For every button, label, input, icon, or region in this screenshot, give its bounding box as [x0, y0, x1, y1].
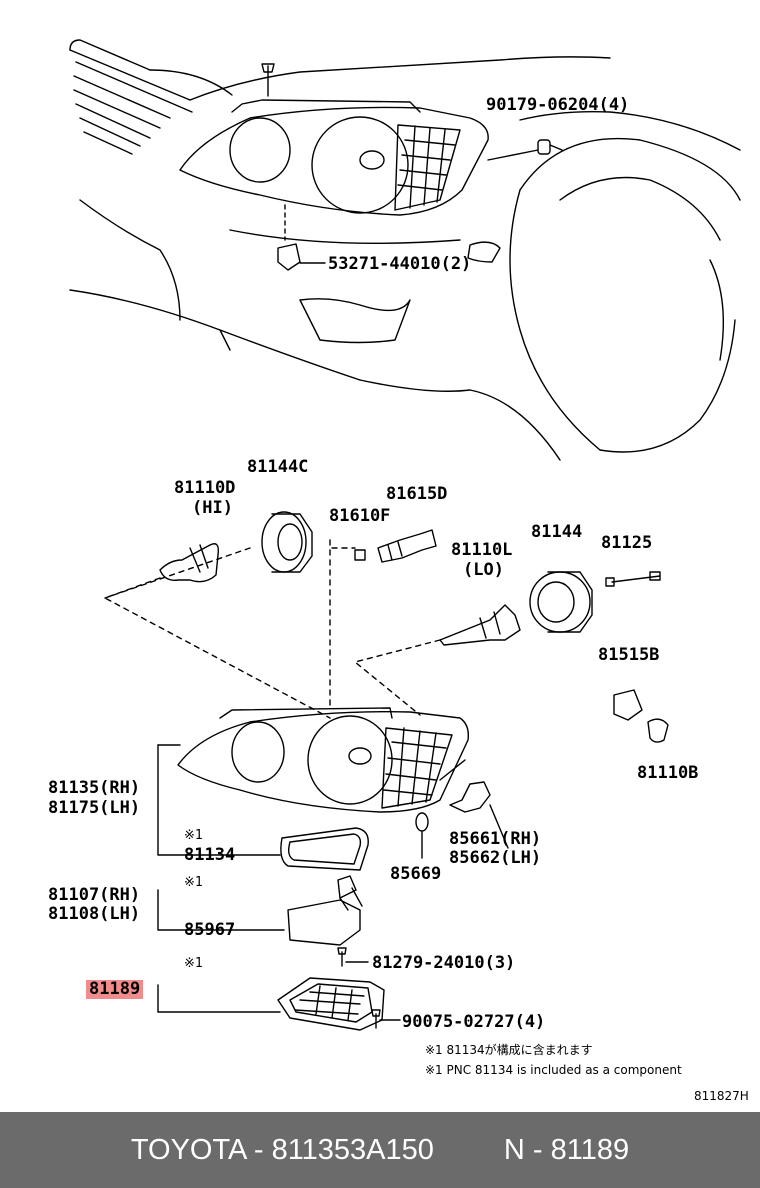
label-81110d: 81110D [174, 478, 236, 498]
label-81615d: 81615D [386, 484, 448, 504]
label-81144: 81144 [531, 522, 583, 542]
label-81610f: 81610F [329, 506, 391, 526]
label-81135-rh: 81135(RH) [48, 778, 141, 798]
label-81189-highlighted[interactable]: 81189 [86, 980, 144, 999]
note-english: ※1 PNC 81134 is included as a component [425, 1063, 682, 1077]
footer-ref: N - 81189 [503, 1133, 630, 1166]
label-81107-rh: 81107(RH) [48, 885, 141, 905]
label-81110b: 81110B [637, 763, 699, 783]
exploded-parts [104, 511, 669, 743]
label-85967: 85967 [184, 920, 236, 940]
label-81515b: 81515B [598, 645, 660, 665]
label-90179: 90179-06204(4) [486, 95, 630, 115]
diagram-code: 811827H [694, 1089, 749, 1103]
headlamp-unit [177, 707, 491, 1031]
note-japanese: ※1 81134が構成に含まれます [425, 1043, 593, 1057]
parts-diagram: 90179-06204(4) 53271-44010(2) 81144C 811… [48, 39, 749, 1103]
label-81279: 81279-24010(3) [372, 953, 516, 973]
footer-bar: TOYOTA - 811353A150 N - 81189 [0, 1112, 760, 1188]
note-mark: ※1 [184, 956, 203, 971]
label-hi: (HI) [192, 498, 233, 518]
car-front-body [69, 39, 741, 461]
label-81110l: 81110L [451, 540, 513, 560]
label-90075: 90075-02727(4) [402, 1012, 546, 1032]
headlamp-on-car [179, 63, 563, 271]
diagram-drawing [69, 39, 741, 1031]
label-81125: 81125 [601, 533, 653, 553]
note-mark: ※1 [184, 875, 203, 890]
label-leaders [157, 744, 509, 1021]
label-81134: 81134 [184, 845, 236, 865]
label-lo: (LO) [463, 560, 504, 580]
note-mark: ※1 [184, 828, 203, 843]
label-81144c: 81144C [247, 457, 309, 477]
label-85669: 85669 [390, 864, 442, 884]
footer-part-number: TOYOTA - 811353A150 [130, 1133, 434, 1166]
label-53271: 53271-44010(2) [328, 254, 472, 274]
label-81175-lh: 81175(LH) [48, 798, 141, 818]
label-85662-lh: 85662(LH) [449, 848, 542, 868]
label-85661-rh: 85661(RH) [449, 829, 542, 849]
label-81108-lh: 81108(LH) [48, 904, 141, 924]
